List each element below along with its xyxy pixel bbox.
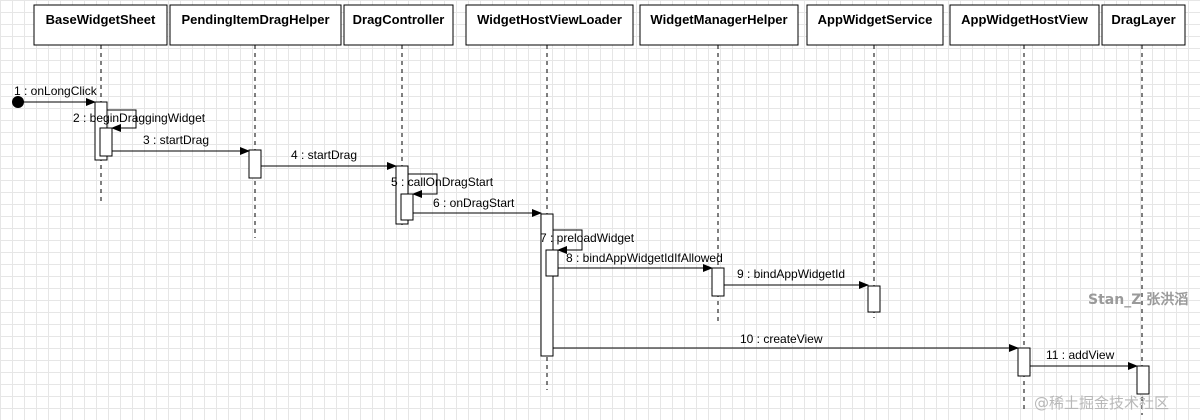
- activation-bar: [99, 127, 113, 157]
- activation-bar: [1136, 365, 1150, 395]
- lifeline-title: WidgetManagerHelper: [650, 12, 787, 27]
- self-message-arrow: [107, 109, 137, 132]
- message-2: 2 : beginDraggingWidget: [73, 109, 206, 132]
- lifelines: BaseWidgetSheet PendingItemDragHelper Drag…: [33, 4, 1186, 415]
- message-label: 2 : beginDraggingWidget: [73, 111, 206, 125]
- lifeline-dc: DragController: [343, 4, 454, 228]
- message-label: 7 : preloadWidget: [540, 231, 635, 245]
- lifeline-aws: AppWidgetService: [806, 4, 944, 318]
- message-label: 6 : onDragStart: [433, 196, 515, 210]
- activation-bar: [545, 249, 559, 277]
- message-label: 9 : bindAppWidgetId: [737, 267, 845, 281]
- self-message-arrow: [553, 229, 583, 254]
- message-9: 9 : bindAppWidgetId: [724, 267, 869, 289]
- message-label: 5 : callOnDragStart: [391, 175, 494, 189]
- lifeline-pidh: PendingItemDragHelper: [169, 4, 342, 238]
- message-label: 1 : onLongClick: [14, 84, 98, 98]
- lifeline-title: BaseWidgetSheet: [46, 12, 156, 27]
- message-6: 6 : onDragStart: [413, 196, 542, 217]
- message-1: 1 : onLongClick: [12, 84, 98, 108]
- lifeline-box: [465, 4, 634, 46]
- activation-bar: [711, 267, 725, 297]
- activation-bar: [400, 193, 414, 221]
- activation-bar: [867, 285, 881, 313]
- message-8: 8 : bindAppWidgetIdIfAllowed: [558, 251, 723, 272]
- message-label: 8 : bindAppWidgetIdIfAllowed: [566, 251, 723, 265]
- message-label: 4 : startDrag: [291, 148, 357, 162]
- activations: [94, 101, 1150, 395]
- lifeline-title: AppWidgetService: [818, 12, 933, 27]
- lifeline-whvl: WidgetHostViewLoader: [465, 4, 634, 390]
- lifeline-box: [169, 4, 342, 46]
- message-7: 7 : preloadWidget: [540, 229, 635, 254]
- message-label: 11 : addView: [1046, 348, 1115, 362]
- message-4: 4 : startDrag: [261, 148, 397, 170]
- lifeline-wmh: WidgetManagerHelper: [639, 4, 799, 325]
- messages: 1 : onLongClick 2 : beginDraggingWidget 3 …: [12, 84, 1138, 370]
- message-5: 5 : callOnDragStart: [391, 173, 494, 198]
- activation-bar: [1017, 347, 1031, 377]
- message-3: 3 : startDrag: [112, 133, 250, 155]
- lifeline-box: [343, 4, 454, 46]
- lifeline-title: DragController: [353, 12, 445, 27]
- message-10: 10 : createView: [553, 332, 1019, 352]
- lifeline-dl: DragLayer: [1101, 4, 1186, 415]
- author-watermark: Stan_Z 张洪滔: [1088, 291, 1188, 308]
- lifeline-title: WidgetHostViewLoader: [477, 12, 622, 27]
- lifeline-box: [639, 4, 799, 46]
- site-watermark: @稀土掘金技术社区: [1034, 394, 1169, 412]
- message-11: 11 : addView: [1030, 348, 1138, 370]
- lifeline-title: PendingItemDragHelper: [181, 12, 329, 27]
- message-label: 3 : startDrag: [143, 133, 209, 147]
- lifeline-box: [1101, 4, 1186, 46]
- lifeline-title: DragLayer: [1111, 12, 1175, 27]
- lifeline-bws: BaseWidgetSheet: [33, 4, 168, 205]
- lifeline-box: [33, 4, 168, 46]
- message-label: 10 : createView: [740, 332, 823, 346]
- activation-bar: [248, 149, 262, 179]
- lifeline-box: [949, 4, 1100, 46]
- watermarks: Stan_Z 张洪滔 @稀土掘金技术社区: [1034, 291, 1188, 412]
- self-message-arrow: [408, 173, 438, 198]
- lifeline-box: [806, 4, 944, 46]
- lifeline-title: AppWidgetHostView: [961, 12, 1089, 27]
